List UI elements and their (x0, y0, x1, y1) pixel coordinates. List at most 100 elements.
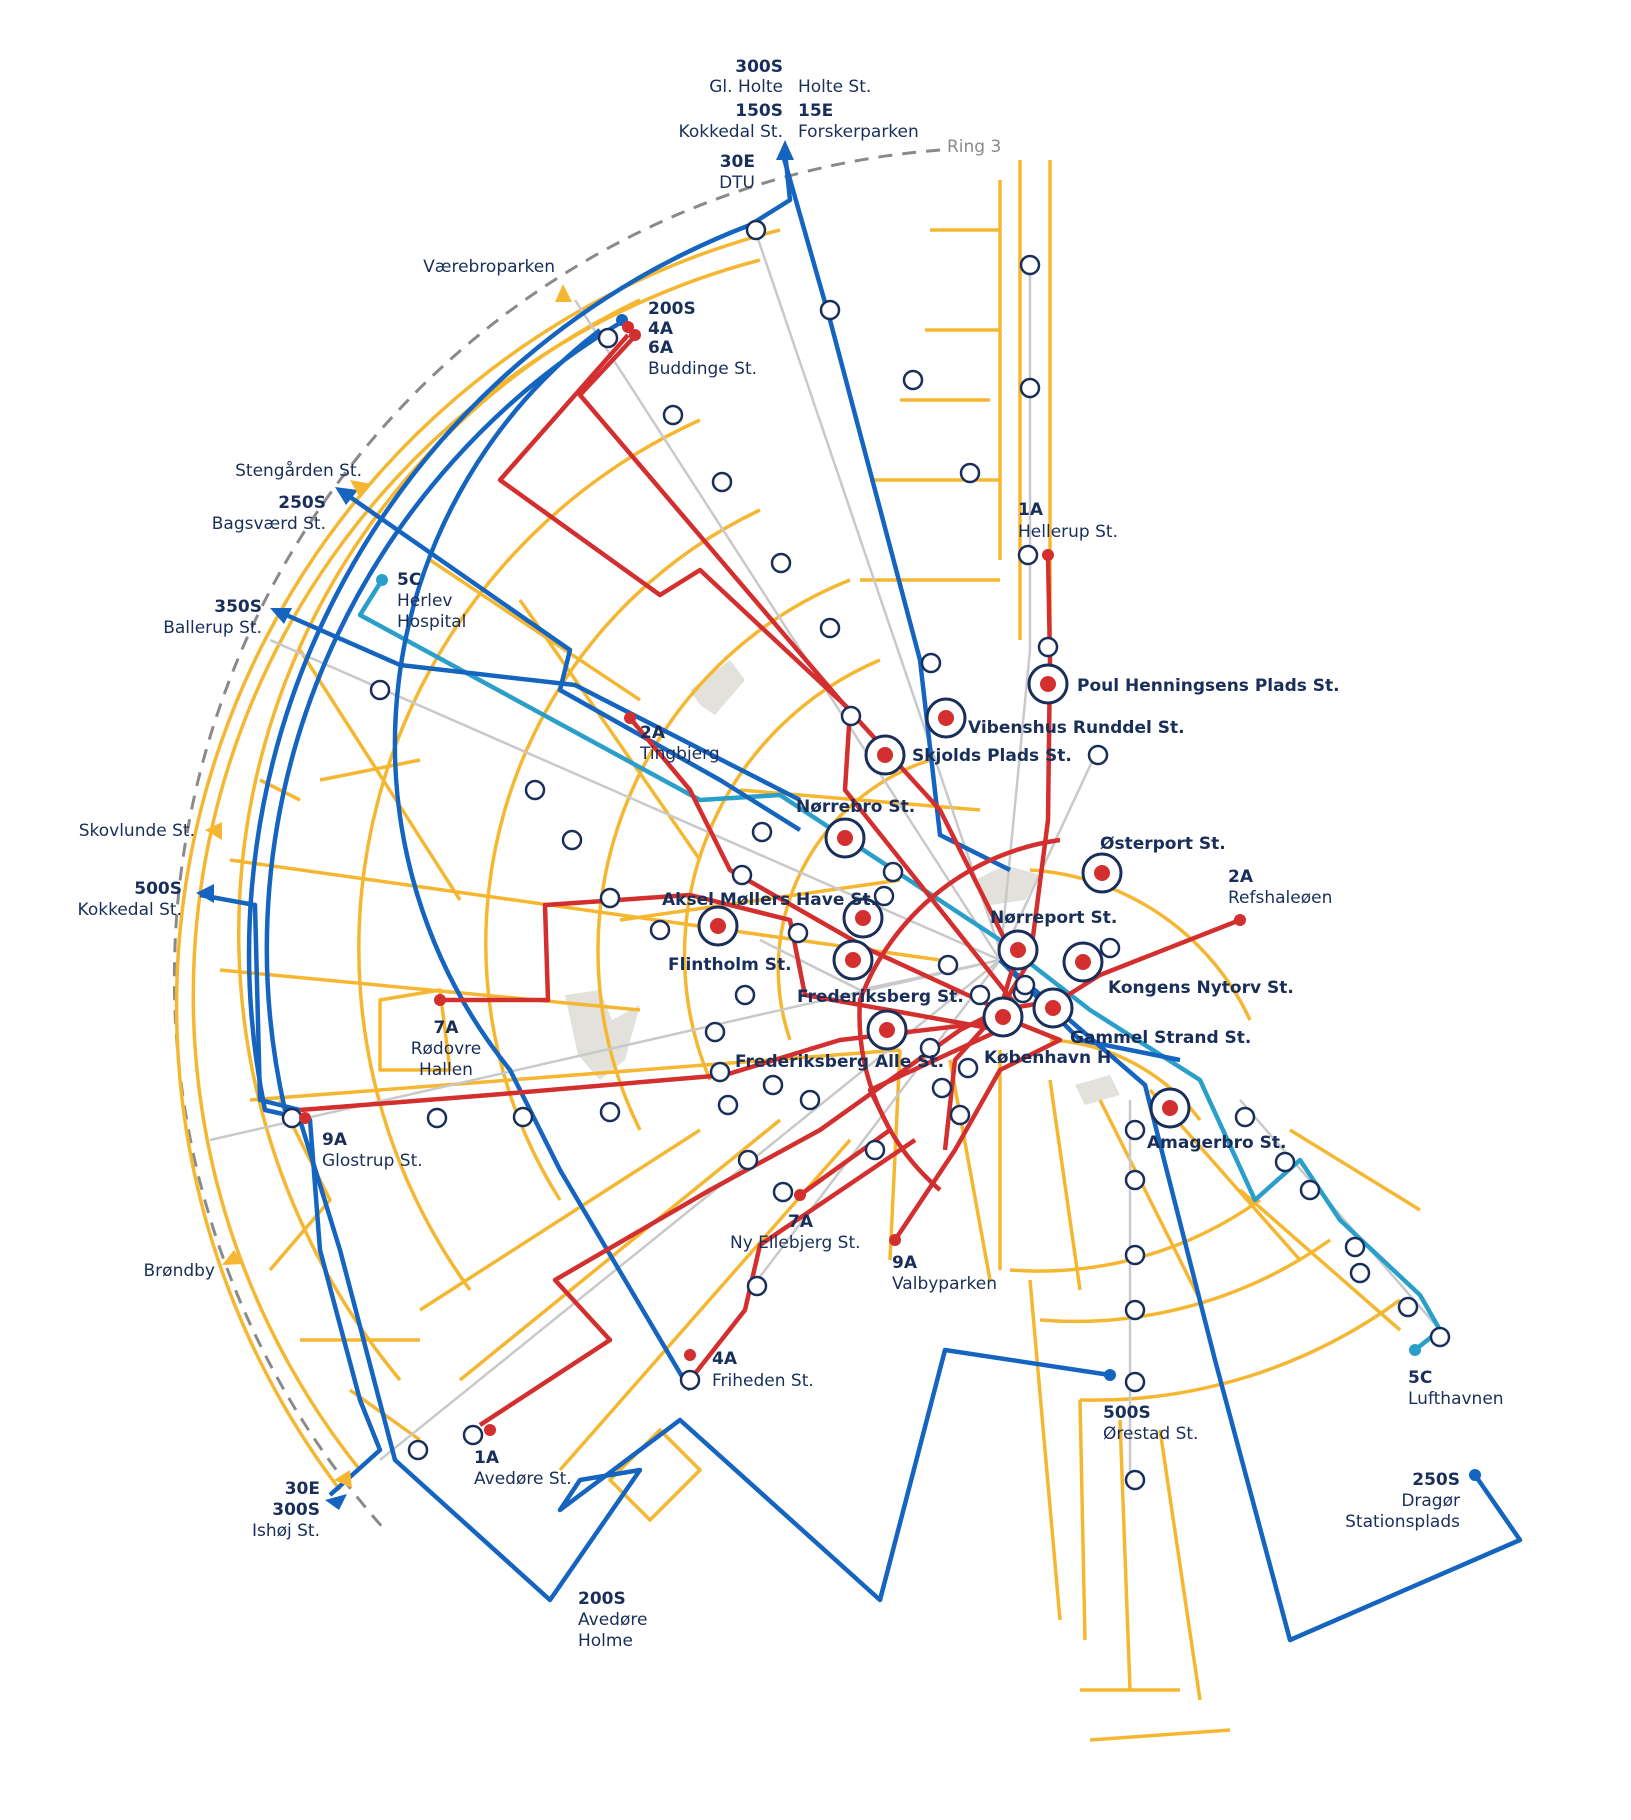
label-gammel-strand: Gammel Strand St. (1070, 1028, 1251, 1048)
label-holte: Holte St. (798, 77, 871, 97)
hub-gammel-strand[interactable] (1032, 987, 1074, 1029)
label-avedore: Avedøre St. (474, 1469, 572, 1489)
ring-3-label: Ring 3 (947, 137, 1001, 157)
bus-line-4a-blue (392, 328, 692, 1392)
label-250s-code: 250S (278, 493, 326, 513)
label-ny-ellebjerg: Ny Ellebjerg St. (730, 1233, 861, 1253)
bus-line-500s (199, 892, 301, 1113)
hub-skjolds[interactable] (864, 734, 906, 776)
label-osterport: Østerport St. (1100, 834, 1226, 854)
hub-kobenhavn-h[interactable] (982, 996, 1024, 1038)
bus-line-300s-outer (246, 151, 793, 1497)
label-skjolds: Skjolds Plads St. (912, 746, 1072, 766)
bus-line-7a-branch (688, 1138, 917, 1382)
label-200s-code: 200S (648, 299, 696, 319)
label-frederiksberg-alle: Frederiksberg Alle St. (735, 1052, 944, 1072)
label-4a-code: 4A (648, 319, 674, 339)
label-frederiksberg: Frederiksberg St. (797, 987, 964, 1007)
hub-norrebro[interactable] (824, 817, 866, 859)
label-9a-b-code: 9A (892, 1253, 918, 1273)
label-vaerebroparken: Værebroparken (423, 257, 555, 277)
label-hellerup: Hellerup St. (1018, 522, 1118, 542)
label-refshaleoen: Refshaleøen (1228, 888, 1332, 908)
label-6a-code: 6A (648, 338, 674, 358)
hub-flintholm[interactable] (697, 905, 739, 947)
label-200s-b-code: 200S (578, 1589, 626, 1609)
label-250s-b-code: 250S (1412, 1470, 1460, 1490)
label-aksel: Aksel Møllers Have St. (662, 890, 877, 910)
label-vibenshus: Vibenshus Runddel St. (968, 718, 1185, 738)
label-gl-holte: Gl. Holte (709, 77, 783, 97)
label-5c-code: 5C (397, 570, 421, 590)
label-lufthavnen: Lufthavnen (1408, 1389, 1504, 1409)
hub-vibenshus[interactable] (925, 697, 967, 739)
arrow-north-blue (776, 140, 794, 160)
bus-line-250s (338, 488, 802, 832)
label-stengaarden: Stengården St. (235, 460, 362, 481)
label-2a-b-code: 2A (1228, 867, 1254, 887)
labels: Ring 3 300S Gl. Holte Holte St. 150S Kok… (78, 57, 1504, 1651)
blue-bus-lines (199, 151, 1523, 1643)
label-avedore-holme-2: Holme (578, 1631, 633, 1651)
label-5c-b-code: 5C (1408, 1368, 1432, 1388)
label-friheden: Friheden St. (712, 1371, 814, 1391)
label-hallen: Hallen (419, 1060, 473, 1080)
hub-aksel[interactable] (842, 897, 884, 939)
station-markers (281, 219, 1451, 1491)
label-30e-code: 30E (720, 152, 755, 172)
label-rodovre: Rødovre (411, 1039, 482, 1059)
label-bagsvaerd: Bagsværd St. (212, 514, 326, 534)
label-7a-code: 7A (434, 1018, 460, 1038)
bus-line-250s-south (998, 958, 1523, 1643)
label-hospital: Hospital (397, 612, 466, 632)
hub-norreport[interactable] (997, 929, 1039, 971)
bus-line-5c (357, 578, 1443, 1352)
bus-line-150s (780, 154, 1012, 873)
label-dragor: Dragør (1401, 1491, 1460, 1511)
hub-kongens-nytorv[interactable] (1062, 941, 1104, 983)
arrow-skovlunde (205, 822, 222, 840)
hub-osterport[interactable] (1081, 852, 1123, 894)
bus-line-200s-outer (264, 318, 1111, 1603)
label-norrebro: Nørrebro St. (796, 797, 915, 817)
label-300s-b-code: 300S (272, 1500, 320, 1520)
label-350s-code: 350S (214, 597, 262, 617)
hub-frederiksberg[interactable] (832, 939, 874, 981)
park-patch-east (1075, 1075, 1120, 1105)
label-15e-code: 15E (798, 101, 833, 121)
label-buddinge: Buddinge St. (648, 359, 757, 379)
label-skovlunde: Skovlunde St. (79, 821, 195, 841)
label-500s-b-code: 500S (1103, 1403, 1151, 1423)
label-2a-code: 2A (640, 723, 666, 743)
label-300s-code: 300S (735, 57, 783, 77)
label-stationsplads: Stationsplads (1345, 1512, 1460, 1532)
hub-stations (697, 663, 1191, 1129)
arrow-stengaarden (350, 480, 372, 498)
arrow-ballerup (270, 608, 292, 624)
label-glostrup: Glostrup St. (322, 1151, 423, 1171)
hub-frederiksberg-alle[interactable] (866, 1009, 908, 1051)
hub-poul-henningsens[interactable] (1027, 663, 1069, 705)
hub-amagerbro[interactable] (1149, 1087, 1191, 1129)
label-orestad: Ørestad St. (1103, 1424, 1198, 1444)
label-150s-code: 150S (735, 101, 783, 121)
label-7a-b-code: 7A (788, 1212, 814, 1232)
ring-3-arc (172, 148, 941, 1531)
label-4a-b-code: 4A (712, 1349, 738, 1369)
label-amagerbro: Amagerbro St. (1147, 1133, 1286, 1153)
label-flintholm: Flintholm St. (668, 955, 792, 975)
label-norreport: Nørreport St. (990, 908, 1117, 928)
label-herlev: Herlev (397, 591, 452, 611)
arrow-kokkedal (196, 884, 214, 903)
label-kongens-nytorv: Kongens Nytorv St. (1108, 978, 1294, 998)
label-poul-henningsens: Poul Henningsens Plads St. (1077, 676, 1340, 696)
label-brondby: Brøndby (144, 1261, 215, 1281)
label-kobenhavn-h: København H (984, 1048, 1111, 1068)
label-30e-b-code: 30E (285, 1479, 320, 1499)
bus-line-4a (577, 333, 1018, 1151)
label-avedore-holme-1: Avedøre (578, 1610, 647, 1630)
label-kokkedal-north: Kokkedal St. (679, 122, 783, 142)
label-dtu: DTU (719, 173, 755, 193)
bus-line-red-ring (857, 837, 1061, 1192)
